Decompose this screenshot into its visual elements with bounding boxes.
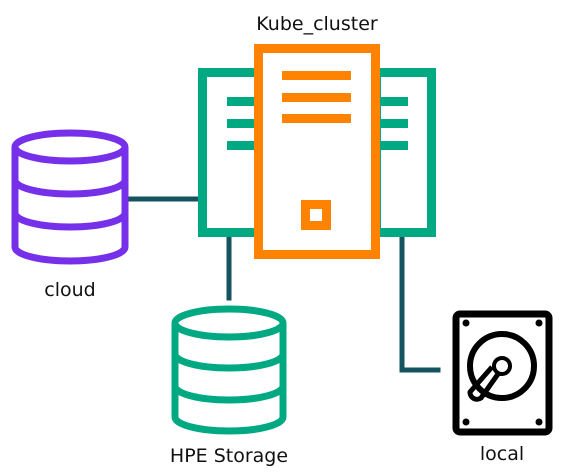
center-server: [254, 44, 380, 259]
hpe-storage-database-icon: [171, 305, 287, 435]
cluster-label: Kube_cluster: [256, 13, 378, 35]
left-server: [198, 68, 263, 237]
cloud-label: cloud: [44, 279, 95, 301]
hpe-storage-label: HPE Storage: [170, 445, 288, 467]
local-label: local: [480, 443, 524, 465]
connector-local: [399, 234, 441, 373]
server-rack-icon: [198, 44, 436, 259]
cloud-database-icon: [11, 129, 129, 265]
connectors: [123, 196, 441, 373]
right-server: [372, 68, 436, 237]
hard-drive-icon: [452, 310, 553, 436]
